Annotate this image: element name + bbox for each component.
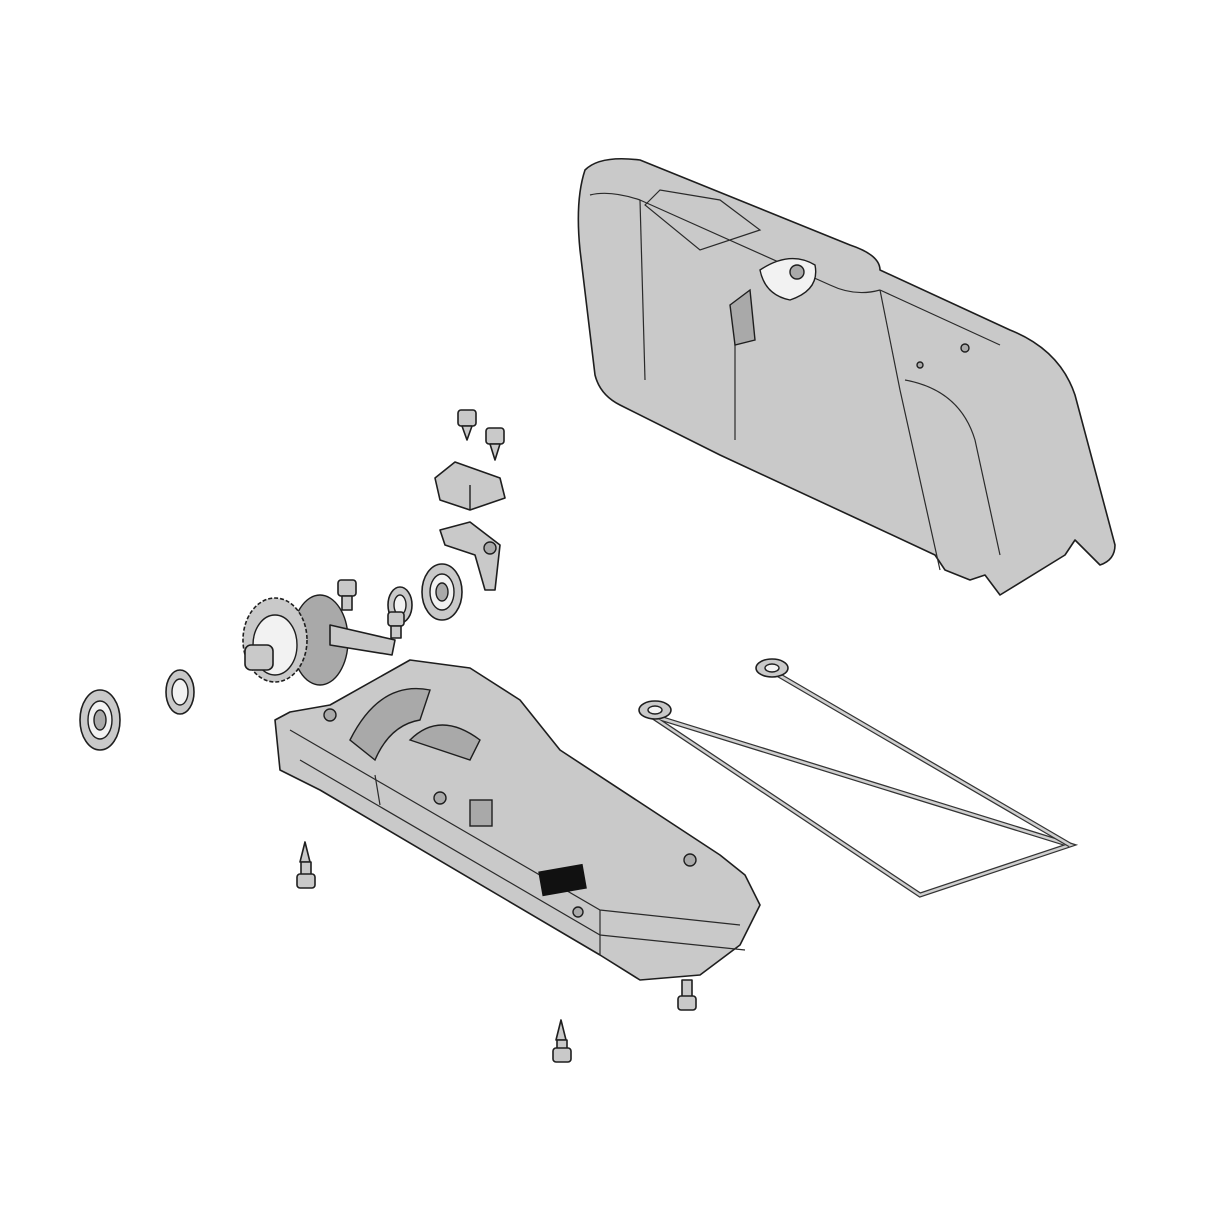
screw-4 [387, 611, 405, 639]
screw-5 [296, 841, 316, 889]
screw-3 [337, 579, 357, 611]
top-cover [577, 157, 1116, 596]
gasket-seal [638, 658, 1079, 898]
limit-bracket [434, 461, 506, 511]
screw-6 [552, 1019, 572, 1063]
screw-1 [457, 409, 477, 441]
screw-7 [677, 979, 697, 1011]
base-housing [274, 659, 761, 981]
washer [165, 669, 195, 715]
screw-2 [485, 427, 505, 461]
screws [296, 409, 697, 1063]
cam-plate [439, 521, 501, 591]
drive-gear-assembly [242, 594, 396, 686]
bearing-upper [387, 563, 463, 624]
bearing-left [79, 689, 121, 751]
